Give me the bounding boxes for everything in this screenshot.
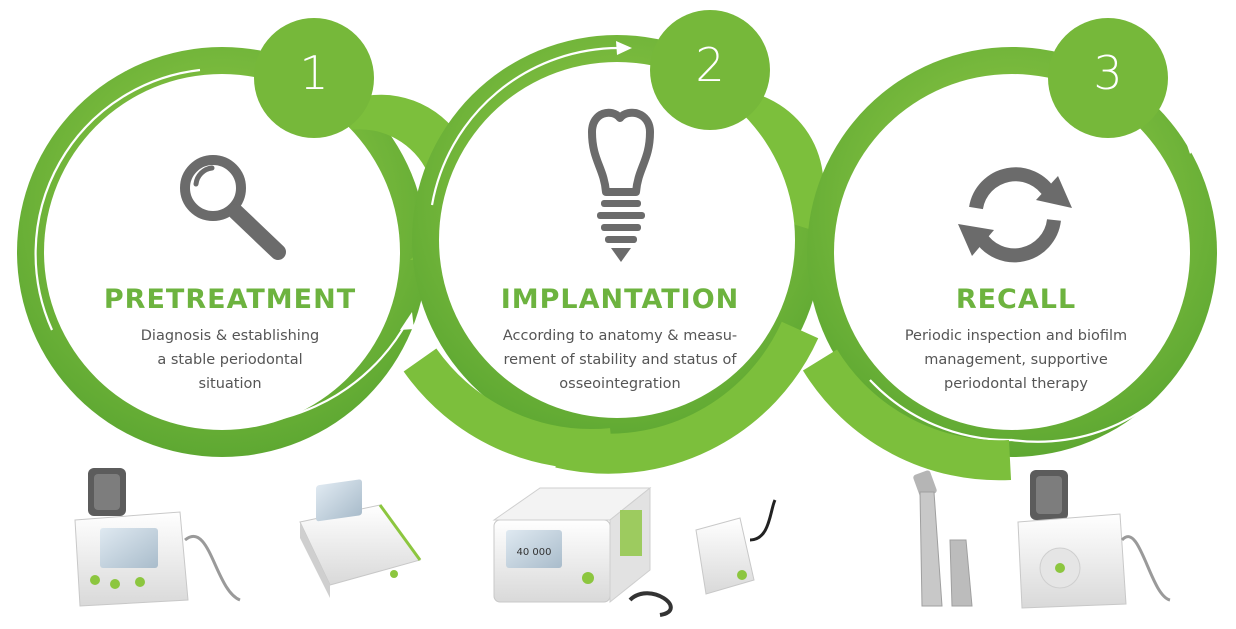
step-number-1: 1 [299, 46, 329, 100]
phase-title-implantation: IMPLANTATION [500, 284, 740, 315]
cycle-arrows-icon [958, 167, 1072, 263]
contra-angle-handpiece [913, 470, 973, 607]
description-line: periodontal therapy [944, 376, 1088, 392]
description-line: Diagnosis & establishing [140, 328, 320, 344]
implant-motor-device-small [299, 479, 422, 598]
ultrasonic-scaler-device-left [74, 468, 241, 607]
magnifier-icon [180, 155, 286, 260]
description-line: situation [198, 376, 262, 392]
step-badge-3 [1048, 18, 1168, 138]
phase-description-recall: Periodic inspection and biofilm manageme… [886, 324, 1146, 396]
description-line: osseointegration [559, 376, 681, 392]
step-badge-1 [254, 18, 374, 138]
description-line: rement of stability and status of [503, 352, 737, 368]
phase-title-recall: RECALL [955, 284, 1077, 315]
phase-ring-2 [403, 10, 824, 474]
motor-display-value: 40 000 [517, 547, 552, 558]
phase-description-pretreatment: Diagnosis & establishing a stable period… [100, 324, 360, 396]
implant-stability-meter-device [695, 499, 777, 595]
step-badge-2 [650, 10, 770, 130]
step-number-3: 3 [1093, 46, 1123, 100]
dental-implant-icon [588, 108, 654, 262]
phase-ring-1 [17, 18, 476, 457]
description-line: a stable periodontal [157, 352, 303, 368]
phase-description-implantation: According to anatomy & measu- rement of … [490, 324, 750, 396]
description-line: management, supportive [924, 352, 1108, 368]
ultrasonic-scaler-device-right [1017, 470, 1171, 609]
description-line: According to anatomy & measu- [502, 328, 738, 344]
step-number-2: 2 [695, 38, 725, 92]
phase-title-pretreatment: PRETREATMENT [103, 284, 357, 315]
description-line: Periodic inspection and biofilm [904, 328, 1128, 344]
implant-motor-device-large: 40 000 [492, 486, 673, 617]
